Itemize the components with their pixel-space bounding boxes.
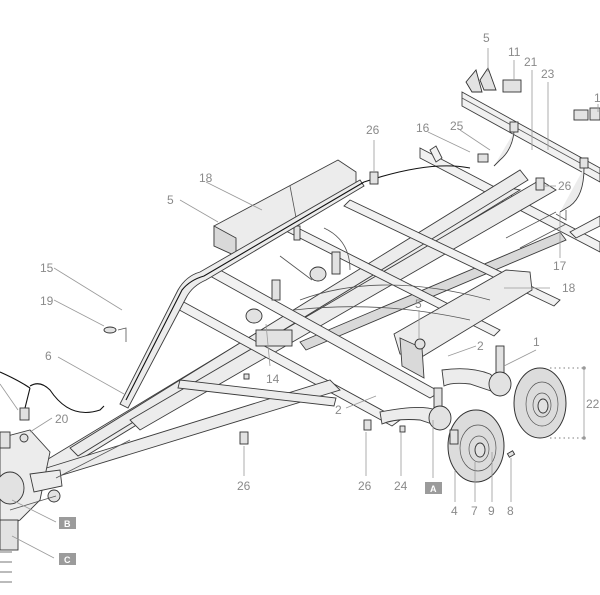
- number-plate-light: [502, 79, 522, 93]
- callout-19: 19: [40, 294, 54, 308]
- callout-labels: 5 11 21 23 1 26 16 25 26 17 18 5 15 19 6…: [40, 31, 600, 518]
- jockey-wheel-clamp: [0, 471, 25, 505]
- callout-4: 4: [451, 504, 458, 518]
- pin-15: [117, 327, 127, 342]
- bolt-24: [399, 425, 406, 433]
- callout-2-upper: 2: [477, 339, 484, 353]
- callout-26-bottom-mid: 26: [358, 479, 372, 493]
- detail-marker-b: B: [59, 517, 76, 529]
- callout-17: 17: [553, 259, 567, 273]
- detail-markers: A B C: [59, 482, 442, 565]
- svg-text:A: A: [430, 484, 437, 494]
- detail-marker-c: C: [59, 553, 76, 565]
- callout-26-top: 26: [366, 123, 380, 137]
- jockey-wheel: [0, 519, 19, 551]
- callout-16: 16: [416, 121, 430, 135]
- cap-26-bottom-left: [239, 431, 249, 445]
- pin-19: [103, 326, 117, 334]
- callout-7: 7: [471, 504, 478, 518]
- detail-marker-a: A: [425, 482, 442, 494]
- callout-14: 14: [266, 372, 280, 386]
- callout-24: 24: [394, 479, 408, 493]
- keel-support-left: [213, 159, 357, 257]
- callout-25: 25: [450, 119, 464, 133]
- washer: [243, 373, 250, 380]
- coupling-head: [0, 429, 131, 583]
- wheel-assemblies: [379, 345, 567, 483]
- cap-26-bottom-mid: [363, 419, 372, 431]
- brake-linkage: [255, 329, 293, 347]
- tail-light: [573, 109, 589, 121]
- callout-20: 20: [55, 412, 69, 426]
- callout-15: 15: [40, 261, 54, 275]
- callout-8: 8: [507, 504, 514, 518]
- callout-2-lower: 2: [335, 403, 342, 417]
- brake-shoe: [449, 429, 459, 445]
- callout-26-right: 26: [558, 179, 572, 193]
- callout-23: 23: [541, 67, 555, 81]
- roller: [414, 338, 426, 350]
- callout-5-mid: 5: [415, 297, 422, 311]
- plug: [19, 407, 30, 421]
- callout-21: 21: [524, 55, 538, 69]
- tail-light: [589, 107, 600, 121]
- shock-absorber: [495, 345, 505, 377]
- keel-support-right: [393, 269, 533, 379]
- callout-22: 22: [586, 397, 600, 411]
- bracket-17: [555, 210, 567, 221]
- rear-light-bar: [461, 67, 600, 213]
- callout-1: 1: [533, 335, 540, 349]
- callout-6: 6: [45, 349, 52, 363]
- callout-5-top: 5: [483, 31, 490, 45]
- connector-25: [477, 153, 489, 163]
- callout-9: 9: [488, 504, 495, 518]
- reflector-triangle: [479, 67, 497, 91]
- callout-18-top: 18: [199, 171, 213, 185]
- callout-11: 11: [508, 45, 521, 59]
- svg-text:B: B: [64, 519, 71, 529]
- loose-parts: [103, 153, 567, 445]
- svg-text:C: C: [64, 555, 71, 565]
- reflector-triangle: [465, 69, 483, 93]
- bar-clamp: [509, 121, 519, 133]
- bar-clamp: [579, 157, 589, 169]
- wheel-bolt: [506, 450, 516, 458]
- electrical-cable: [0, 371, 105, 443]
- callout-edge: 1: [594, 91, 600, 105]
- center-suspension: [245, 227, 491, 347]
- leader-lines: [0, 48, 599, 559]
- callout-26-bottom-left: 26: [237, 479, 251, 493]
- callout-5-left: 5: [167, 193, 174, 207]
- cap-26-right: [535, 177, 545, 191]
- callout-18-right: 18: [562, 281, 576, 295]
- plug-cap: [19, 433, 29, 443]
- cap-26-top: [369, 171, 379, 185]
